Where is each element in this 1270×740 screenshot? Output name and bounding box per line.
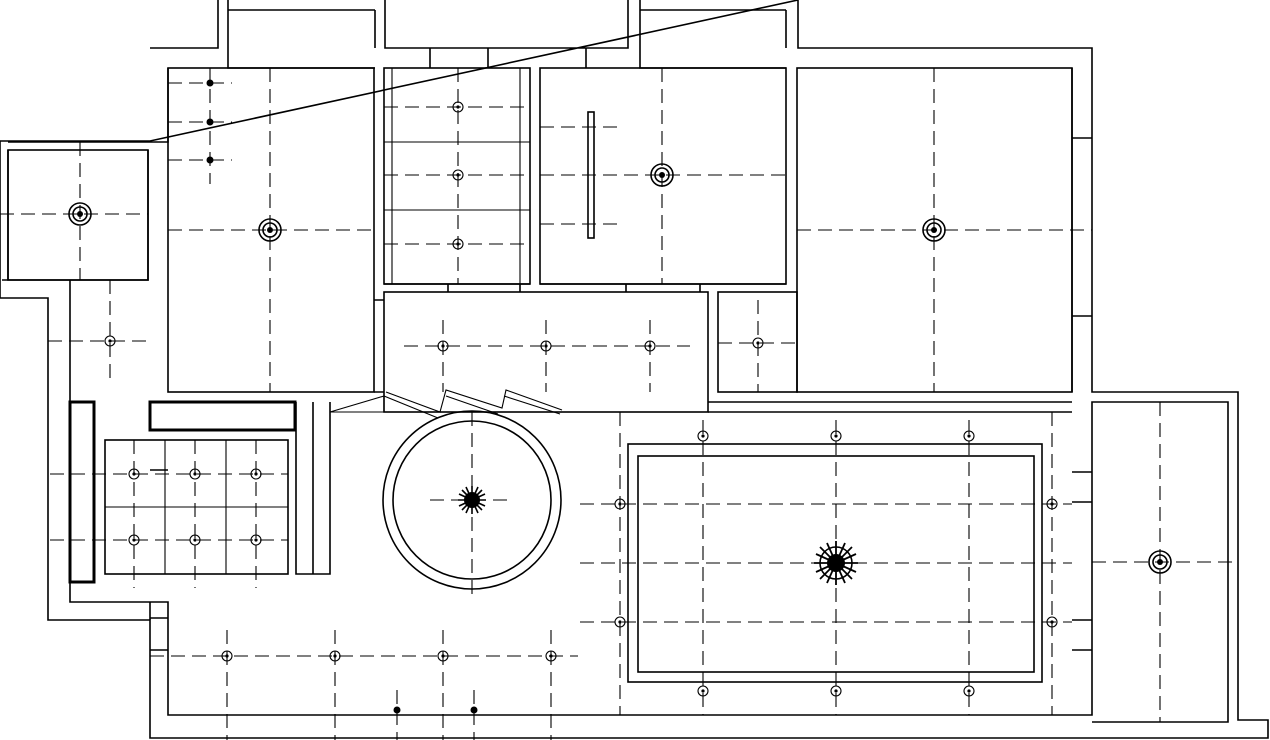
wall-light-dot bbox=[470, 706, 478, 714]
spot-dots bbox=[206, 79, 478, 714]
ceiling-lamps bbox=[68, 163, 1172, 574]
downlights bbox=[104, 101, 1058, 697]
grid-lines bbox=[0, 68, 1238, 740]
wall-light-dot bbox=[206, 79, 214, 87]
wall-light-dot bbox=[206, 118, 214, 126]
chandelier-dining bbox=[458, 486, 486, 514]
wall-light-dot bbox=[393, 706, 401, 714]
wardrobe-left bbox=[68, 400, 96, 584]
room-left-small bbox=[7, 149, 149, 281]
room-hall bbox=[383, 291, 709, 413]
rooms bbox=[7, 48, 1073, 683]
chandelier-living bbox=[814, 541, 858, 585]
wall-light-dot bbox=[206, 156, 214, 164]
counter-top bbox=[148, 400, 297, 432]
